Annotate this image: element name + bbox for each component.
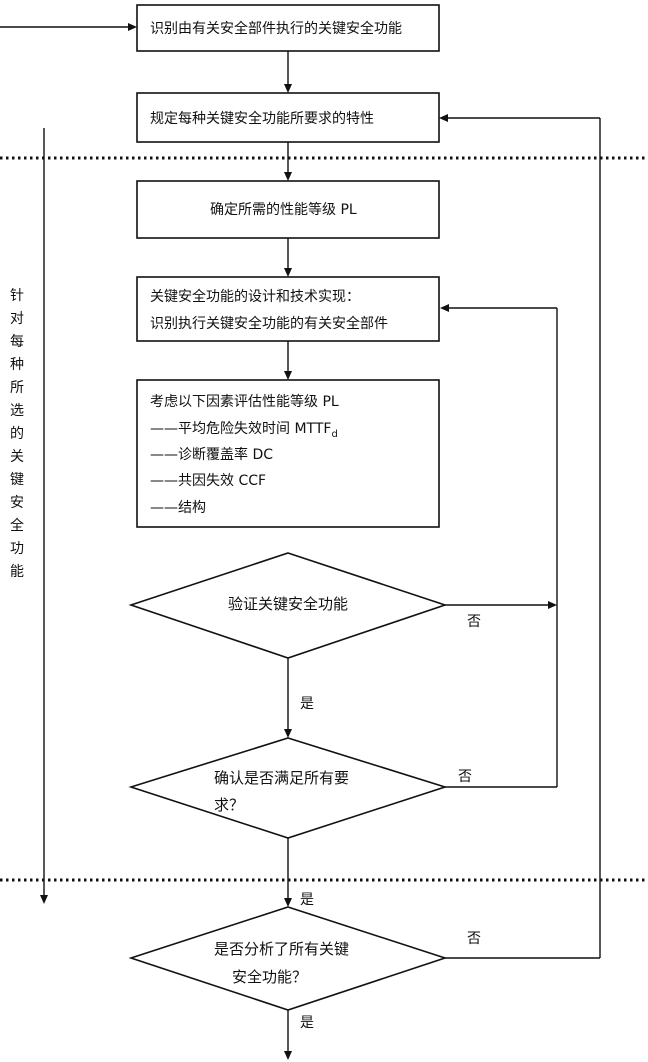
side-label-char: 每 — [10, 334, 24, 350]
evaluate-mttfd: ——平均危险失效时间 MTTFd — [150, 421, 338, 440]
arrowhead — [40, 895, 48, 904]
side-label-char: 全 — [10, 517, 24, 534]
arrowhead — [284, 172, 292, 181]
side-label-char: 键 — [10, 472, 24, 488]
arrowhead — [440, 304, 449, 312]
verify-no-label: 否 — [467, 614, 481, 630]
all-analyzed-line1: 是否分析了所有关键 — [214, 940, 349, 958]
confirm-decision-line1: 确认是否满足所有要 — [214, 769, 349, 787]
design-implementation-line2: 识别执行关键安全功能的有关安全部件 — [150, 315, 388, 332]
identify-functions-text: 识别由有关安全部件执行的关键安全功能 — [150, 20, 402, 37]
arrowhead — [439, 114, 448, 122]
all-no-label: 否 — [467, 931, 481, 947]
arrowhead — [128, 23, 137, 31]
determine-pl-text: 确定所需的性能等级 PL — [210, 201, 357, 218]
arrowhead — [284, 729, 292, 738]
all-analyzed-decision — [128, 906, 448, 1011]
confirm-no-label: 否 — [458, 769, 472, 785]
design-implementation-box — [136, 276, 440, 342]
confirm-decision-line2: 求？ — [214, 796, 244, 814]
evaluate-structure: ——结构 — [150, 500, 206, 516]
side-label: 针 对 每 种 所 选 的 关 键 安 全 功 能 — [10, 288, 24, 580]
arrowhead — [284, 268, 292, 277]
evaluate-ccf: ——共因失效 CCF — [150, 473, 266, 489]
arrowhead — [284, 371, 292, 380]
side-label-char: 对 — [10, 311, 24, 327]
determine-pl-box — [136, 180, 440, 239]
evaluate-dc: ——诊断覆盖率 DC — [150, 446, 273, 463]
side-label-char: 安 — [10, 495, 24, 511]
confirm-yes-label: 是 — [300, 892, 314, 908]
arrowhead — [548, 601, 557, 609]
side-label-char: 的 — [10, 426, 24, 442]
all-analyzed-line2: 安全功能？ — [232, 968, 307, 986]
verify-yes-label: 是 — [300, 696, 314, 712]
evaluate-pl-heading: 考虑以下因素评估性能等级 PL — [150, 393, 339, 410]
side-label-char: 选 — [10, 403, 24, 419]
side-label-char: 种 — [10, 357, 24, 373]
verify-decision-text: 验证关键安全功能 — [228, 595, 348, 613]
confirm-decision — [128, 737, 448, 839]
side-label-char: 能 — [10, 564, 24, 580]
specify-characteristics-text: 规定每种关键安全功能所要求的特性 — [150, 110, 374, 127]
all-yes-label: 是 — [300, 1015, 314, 1031]
side-label-char: 关 — [10, 449, 24, 465]
side-label-char: 功 — [10, 541, 24, 557]
arrowhead — [284, 84, 292, 93]
design-implementation-line1: 关键安全功能的设计和技术实现： — [150, 288, 360, 305]
evaluate-pl-box — [136, 379, 440, 528]
arrowhead — [284, 1051, 292, 1060]
arrowhead — [284, 898, 292, 907]
side-label-char: 所 — [10, 380, 24, 396]
side-label-char: 针 — [10, 288, 24, 304]
identify-functions-box — [136, 4, 440, 52]
